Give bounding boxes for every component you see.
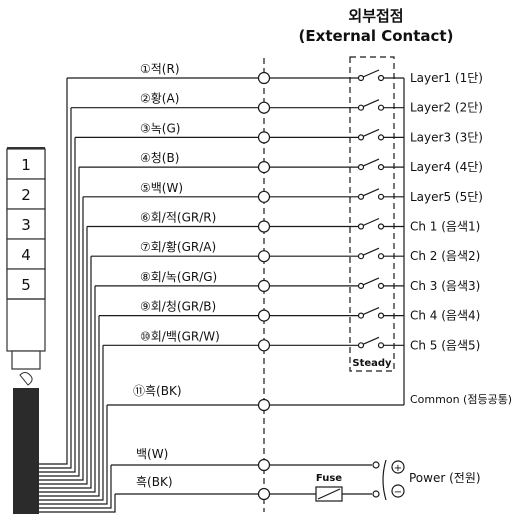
contact-label: Ch 1 (음색1) [410,220,480,234]
wire-9 [39,315,264,497]
wire-4 [39,166,264,477]
switch-contact [362,217,380,227]
terminal-node [257,71,271,85]
contact-label: Layer2 (2단) [410,101,483,115]
wire-label: ②황(A) [140,92,179,106]
terminal-node [257,339,271,352]
tower-base [11,350,41,370]
tower-segment-3 [6,208,46,240]
tower-segment-4 [6,238,46,270]
switch-contact [362,128,380,137]
cable-clamp [19,372,33,386]
tower-segment-label: 2 [21,186,31,204]
contact-label: Layer5 (5단) [410,190,483,204]
terminal-node [257,190,271,203]
wire-label: ⑦회/황(GR/A) [140,240,216,254]
wire-6 [39,225,264,485]
tower-segment-label: 1 [21,156,31,174]
switch-contact [362,307,380,316]
minus-terminal-icon [391,484,405,498]
power-label: Power (전원) [409,471,481,485]
tower-segment-label: 5 [21,276,31,294]
wire-8 [39,285,264,493]
wire-label: ⑧회/녹(GR/G) [140,270,217,284]
external-contact-title-en: (External Contact) [299,27,454,45]
common-terminal-node [257,398,271,412]
wire-label: ④청(B) [140,151,179,165]
tower-segment-5 [6,268,46,300]
tower-segment-label: 3 [21,216,31,234]
power-black-label: 흑(BK) [136,475,173,489]
wire-12 [39,464,264,509]
minus-symbol: − [394,487,402,498]
wire-5 [39,196,264,481]
power-bracket [382,459,387,501]
terminal-node [257,101,271,114]
fuse-label: Fuse [316,473,342,484]
terminal-node [257,250,271,263]
wire-label: ③녹(G) [140,121,180,135]
contact-label: Ch 2 (음색2) [410,249,480,263]
power-black-node [257,487,271,501]
contact-label: Ch 5 (음색5) [410,338,480,352]
switch-contact [362,188,380,197]
terminal-node [257,220,271,233]
tower-light: 1 2 3 4 5 [6,147,46,514]
switch-contact [362,69,380,78]
common-wire-label: ⑪흑(BK) [133,384,182,398]
contact-label: Ch 3 (음색3) [410,279,480,293]
cable-bundle [13,388,39,514]
terminal-node [257,131,271,144]
plus-symbol: + [394,463,402,474]
switch-contact [362,158,380,167]
contact-label: Ch 4 (음색4) [410,309,480,323]
wires-layer: ①적(R) ②황(A) ③녹(G) ④청(B) ⑤백(W) ⑥회/적(GR/R) ⑦회/황(… [39,62,404,513]
wire-2 [39,107,264,469]
switch-contact [362,247,380,256]
wire-label: ⑥회/적(GR/R) [140,211,216,225]
contact-label: Layer4 (4단) [410,160,483,174]
steady-label: Steady [352,358,392,369]
wire-13 [39,493,264,513]
contact-label: Layer3 (3단) [410,130,483,144]
wire-label: ①적(R) [140,62,180,76]
contacts-layer: Layer1 (1단) Layer2 (2단) Layer3 (3단) Layer4 … [257,69,483,502]
power-white-label: 백(W) [136,447,168,461]
wire-7 [39,255,264,489]
power-section: 백(W) 흑(BK) Fuse Power (전원) + − [136,447,481,498]
plus-terminal-icon [391,460,405,474]
wire-1 [39,77,264,465]
switch-contact [362,336,380,345]
terminal-node [257,161,271,174]
wire-label: ⑩회/백(GR/W) [140,329,220,343]
contact-box [349,56,395,372]
terminal-node [257,309,271,322]
common-line: ⑪흑(BK) Common (점등공통) [133,384,512,406]
power-white-node [257,458,271,472]
wire-label: ⑤백(W) [140,181,183,195]
contact-label: Layer1 (1단) [410,71,483,85]
tower-segment-label: 4 [21,246,31,264]
wire-11 [39,404,264,505]
wire-3 [39,136,264,473]
common-contact-label: Common (점등공통) [410,393,512,406]
terminal-node [257,279,271,292]
external-contact-title-ko: 외부접점 [348,7,403,25]
wire-label: ⑨회/청(GR/B) [140,300,216,314]
switch-contact [362,99,380,108]
tower-segment-1 [6,148,46,180]
wire-10 [39,344,264,501]
switch-contact [362,277,380,286]
